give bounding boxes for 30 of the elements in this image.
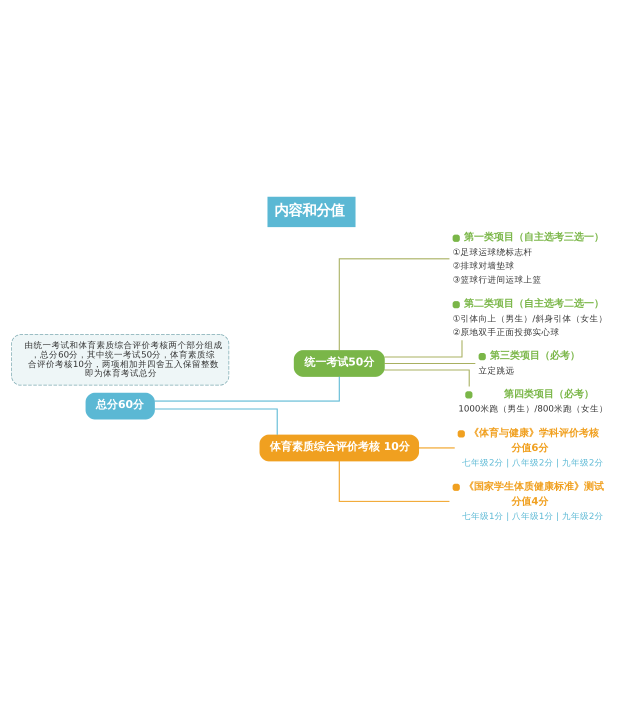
connector <box>154 408 278 434</box>
node-label: 《体育与健康》学科评价考核 <box>469 427 600 438</box>
node-box: 统一考试50分 <box>294 350 385 376</box>
node-label: 第四类项目（必考） <box>504 388 594 400</box>
connector <box>384 340 463 358</box>
node-label: ③篮球行进间运球上篮 <box>452 274 542 285</box>
node-label: 第二类项目（自主选考二选一） <box>464 298 604 310</box>
node-label: 1000米跑（男生）/800米跑（女生） <box>458 404 608 414</box>
node-label: 分值6分 <box>511 442 548 454</box>
node-box: 由统一考试和体育素质综合评价考核两个部分组成，总分60分，其中统一考试50分，体育素质综合评价考核10分，两项相加并四舍五入保留整数即为体育考试总分 <box>11 334 230 386</box>
node-label: ①引体向上（男生）/斜身引体（女生） <box>452 314 608 324</box>
node-label: ①足球运球绕标志杆 <box>452 247 532 258</box>
node-label: ②排球对墙垫球 <box>452 261 514 272</box>
node-label: 《国家学生体质健康标准》测试 <box>464 480 604 492</box>
node-box: 总分60分 <box>86 392 155 419</box>
node-label: ②原地双手正面投掷实心球 <box>452 328 560 338</box>
connector <box>154 376 340 402</box>
node-label: 立定跳远 <box>478 366 515 376</box>
node-label: 七年级1分 | 八年级1分 | 九年级2分 <box>462 512 604 522</box>
diagram-title: 内容和分值 <box>274 202 345 218</box>
node-box: 体育素质综合评价考核 10分 <box>260 434 420 461</box>
node-label: 分值4分 <box>511 496 548 507</box>
node-label: 第三类项目（必考） <box>490 350 580 362</box>
connector <box>338 258 450 350</box>
connector <box>338 460 450 502</box>
connector <box>384 362 476 364</box>
connector <box>418 446 455 448</box>
connector <box>384 368 470 386</box>
node-label: 七年级2分 | 八年级2分 | 九年级2分 <box>462 458 604 468</box>
node-label: 第一类项目（自主选考三选一） <box>464 232 604 243</box>
